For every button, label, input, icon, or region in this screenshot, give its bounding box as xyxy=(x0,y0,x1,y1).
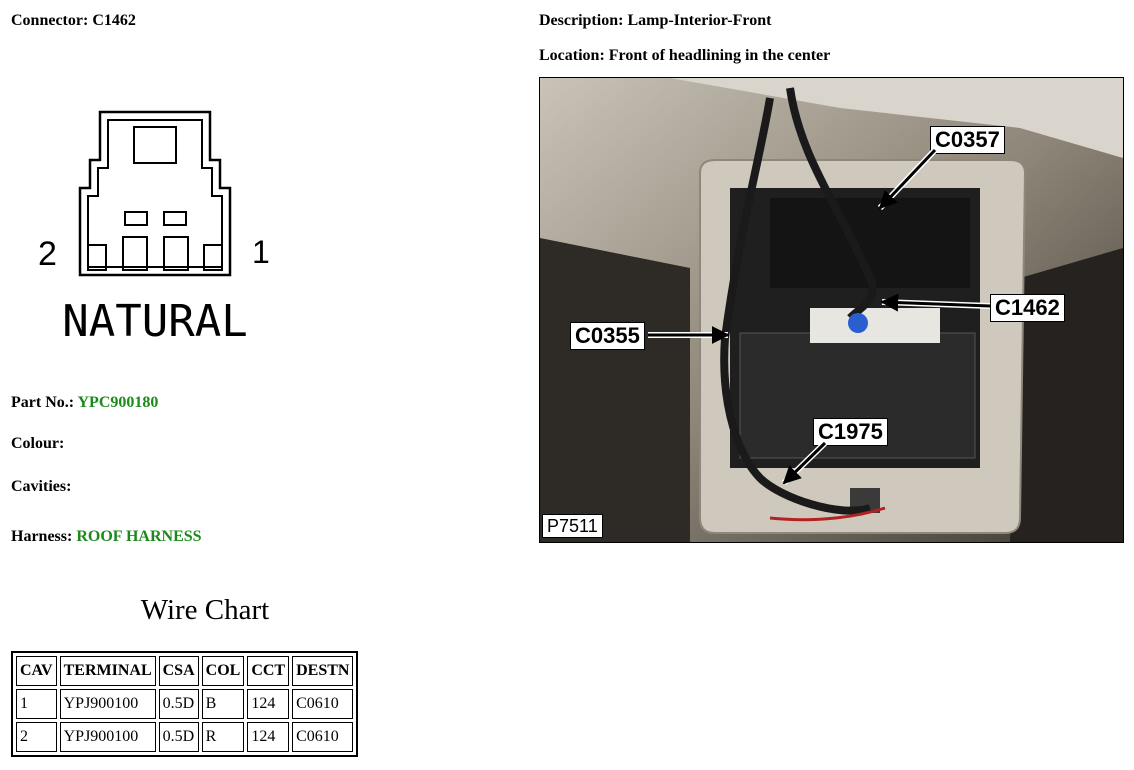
cell-destn: C0610 xyxy=(292,722,354,752)
col-header-destn: DESTN xyxy=(292,656,354,686)
col-header-terminal: TERMINAL xyxy=(59,656,156,686)
callout-c1462: C1462 xyxy=(990,294,1065,322)
description-label: Description: xyxy=(539,12,624,29)
location-photo: C0357 C1462 C0355 C1975 P7511 xyxy=(539,77,1124,543)
part-number-value: YPC900180 xyxy=(77,394,159,411)
cell-cct: 124 xyxy=(247,722,290,752)
cell-col: B xyxy=(201,689,245,719)
table-row: 1 YPJ900100 0.5D B 124 C0610 xyxy=(16,689,354,719)
harness-label: Harness: xyxy=(11,528,73,545)
connector-label: Connector: xyxy=(11,12,89,29)
part-number-row: Part No.: YPC900180 xyxy=(11,394,158,412)
cell-csa: 0.5D xyxy=(158,722,199,752)
col-header-csa: CSA xyxy=(158,656,199,686)
description-value: Lamp-Interior-Front xyxy=(627,12,772,29)
colour-row: Colour: xyxy=(11,435,64,453)
connector-heading: Connector: C1462 xyxy=(11,12,136,30)
cell-csa: 0.5D xyxy=(158,689,199,719)
col-header-cct: CCT xyxy=(247,656,290,686)
wire-chart-title: Wire Chart xyxy=(140,594,270,626)
description-heading: Description: Lamp-Interior-Front xyxy=(539,12,771,30)
cell-destn: C0610 xyxy=(292,689,354,719)
cell-cav: 1 xyxy=(16,689,57,719)
colour-label: Colour: xyxy=(11,435,65,452)
cavities-label: Cavities: xyxy=(11,478,72,495)
callout-c0355: C0355 xyxy=(570,322,645,350)
cell-col: R xyxy=(201,722,245,752)
cell-cct: 124 xyxy=(247,689,290,719)
wire-chart-header-row: CAV TERMINAL CSA COL CCT DESTN xyxy=(16,656,354,686)
location-label: Location: xyxy=(539,47,605,64)
pin-2-label: 2 xyxy=(38,235,57,273)
cavities-row: Cavities: xyxy=(11,478,71,496)
location-heading: Location: Front of headlining in the cen… xyxy=(539,47,830,65)
wire-chart-table: CAV TERMINAL CSA COL CCT DESTN 1 YPJ9001… xyxy=(11,651,359,757)
connector-value: C1462 xyxy=(92,12,136,29)
col-header-cav: CAV xyxy=(16,656,57,686)
col-header-col: COL xyxy=(201,656,245,686)
cell-terminal: YPJ900100 xyxy=(59,689,156,719)
photo-id-label: P7511 xyxy=(542,514,603,538)
cell-terminal: YPJ900100 xyxy=(59,722,156,752)
connector-pinout-diagram: 2 1 NATURAL xyxy=(38,110,270,347)
pin-1-label: 1 xyxy=(252,234,270,270)
cell-cav: 2 xyxy=(16,722,57,752)
callout-c0357: C0357 xyxy=(930,126,1005,154)
part-number-label: Part No.: xyxy=(11,394,75,411)
table-row: 2 YPJ900100 0.5D R 124 C0610 xyxy=(16,722,354,752)
connector-colour-text: NATURAL xyxy=(62,296,247,347)
location-value: Front of headlining in the center xyxy=(608,47,831,64)
harness-row: Harness: ROOF HARNESS xyxy=(11,528,202,546)
harness-value: ROOF HARNESS xyxy=(76,528,202,545)
callout-c1975: C1975 xyxy=(813,418,888,446)
